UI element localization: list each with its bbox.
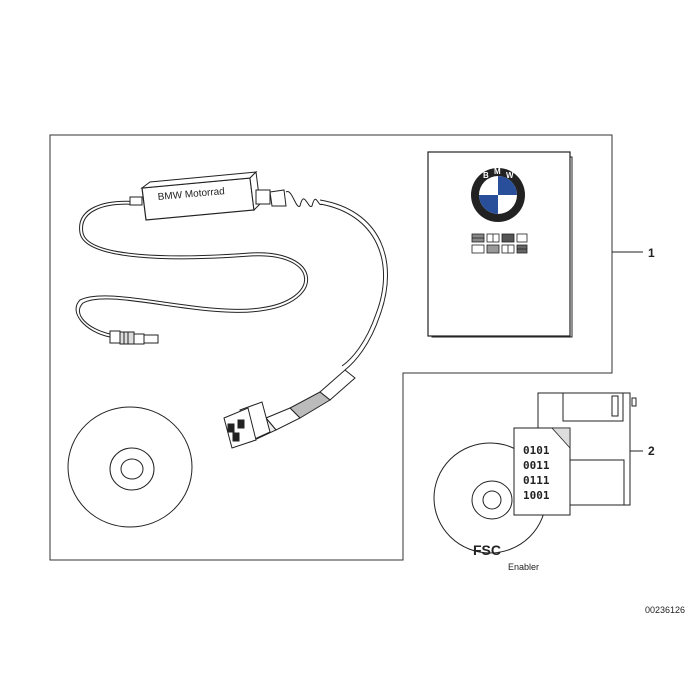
software-cd <box>67 406 193 528</box>
diagram-number: 00236126 <box>645 605 685 615</box>
binary-line-4: 1001 <box>523 489 550 502</box>
callout-1-number: 1 <box>648 246 655 260</box>
callout-2-number: 2 <box>648 444 655 458</box>
binary-line-3: 0111 <box>523 474 550 487</box>
bmw-logo-letter-b: B <box>483 171 489 180</box>
fsc-title: FSC <box>473 542 501 558</box>
floppy-disk <box>537 392 637 506</box>
binary-line-1: 0101 <box>523 444 550 457</box>
language-flags <box>471 233 528 254</box>
fsc-subtitle: Enabler <box>508 562 539 572</box>
bmw-logo-letter-w: W <box>506 171 514 180</box>
module-left-stub <box>129 196 143 206</box>
bmw-logo: B M W <box>471 167 525 222</box>
small-plug <box>109 330 159 345</box>
kit-outline-frame <box>49 134 613 561</box>
bmw-logo-letter-m: M <box>494 167 501 176</box>
interface-module: BMW Motorrad <box>140 170 261 221</box>
diagnostic-plug <box>223 369 356 449</box>
binary-code-card: 0101 0011 0111 1001 <box>513 427 571 516</box>
diagnostic-cable <box>75 199 388 371</box>
module-right-connector <box>255 189 323 207</box>
binary-line-2: 0011 <box>523 459 550 472</box>
